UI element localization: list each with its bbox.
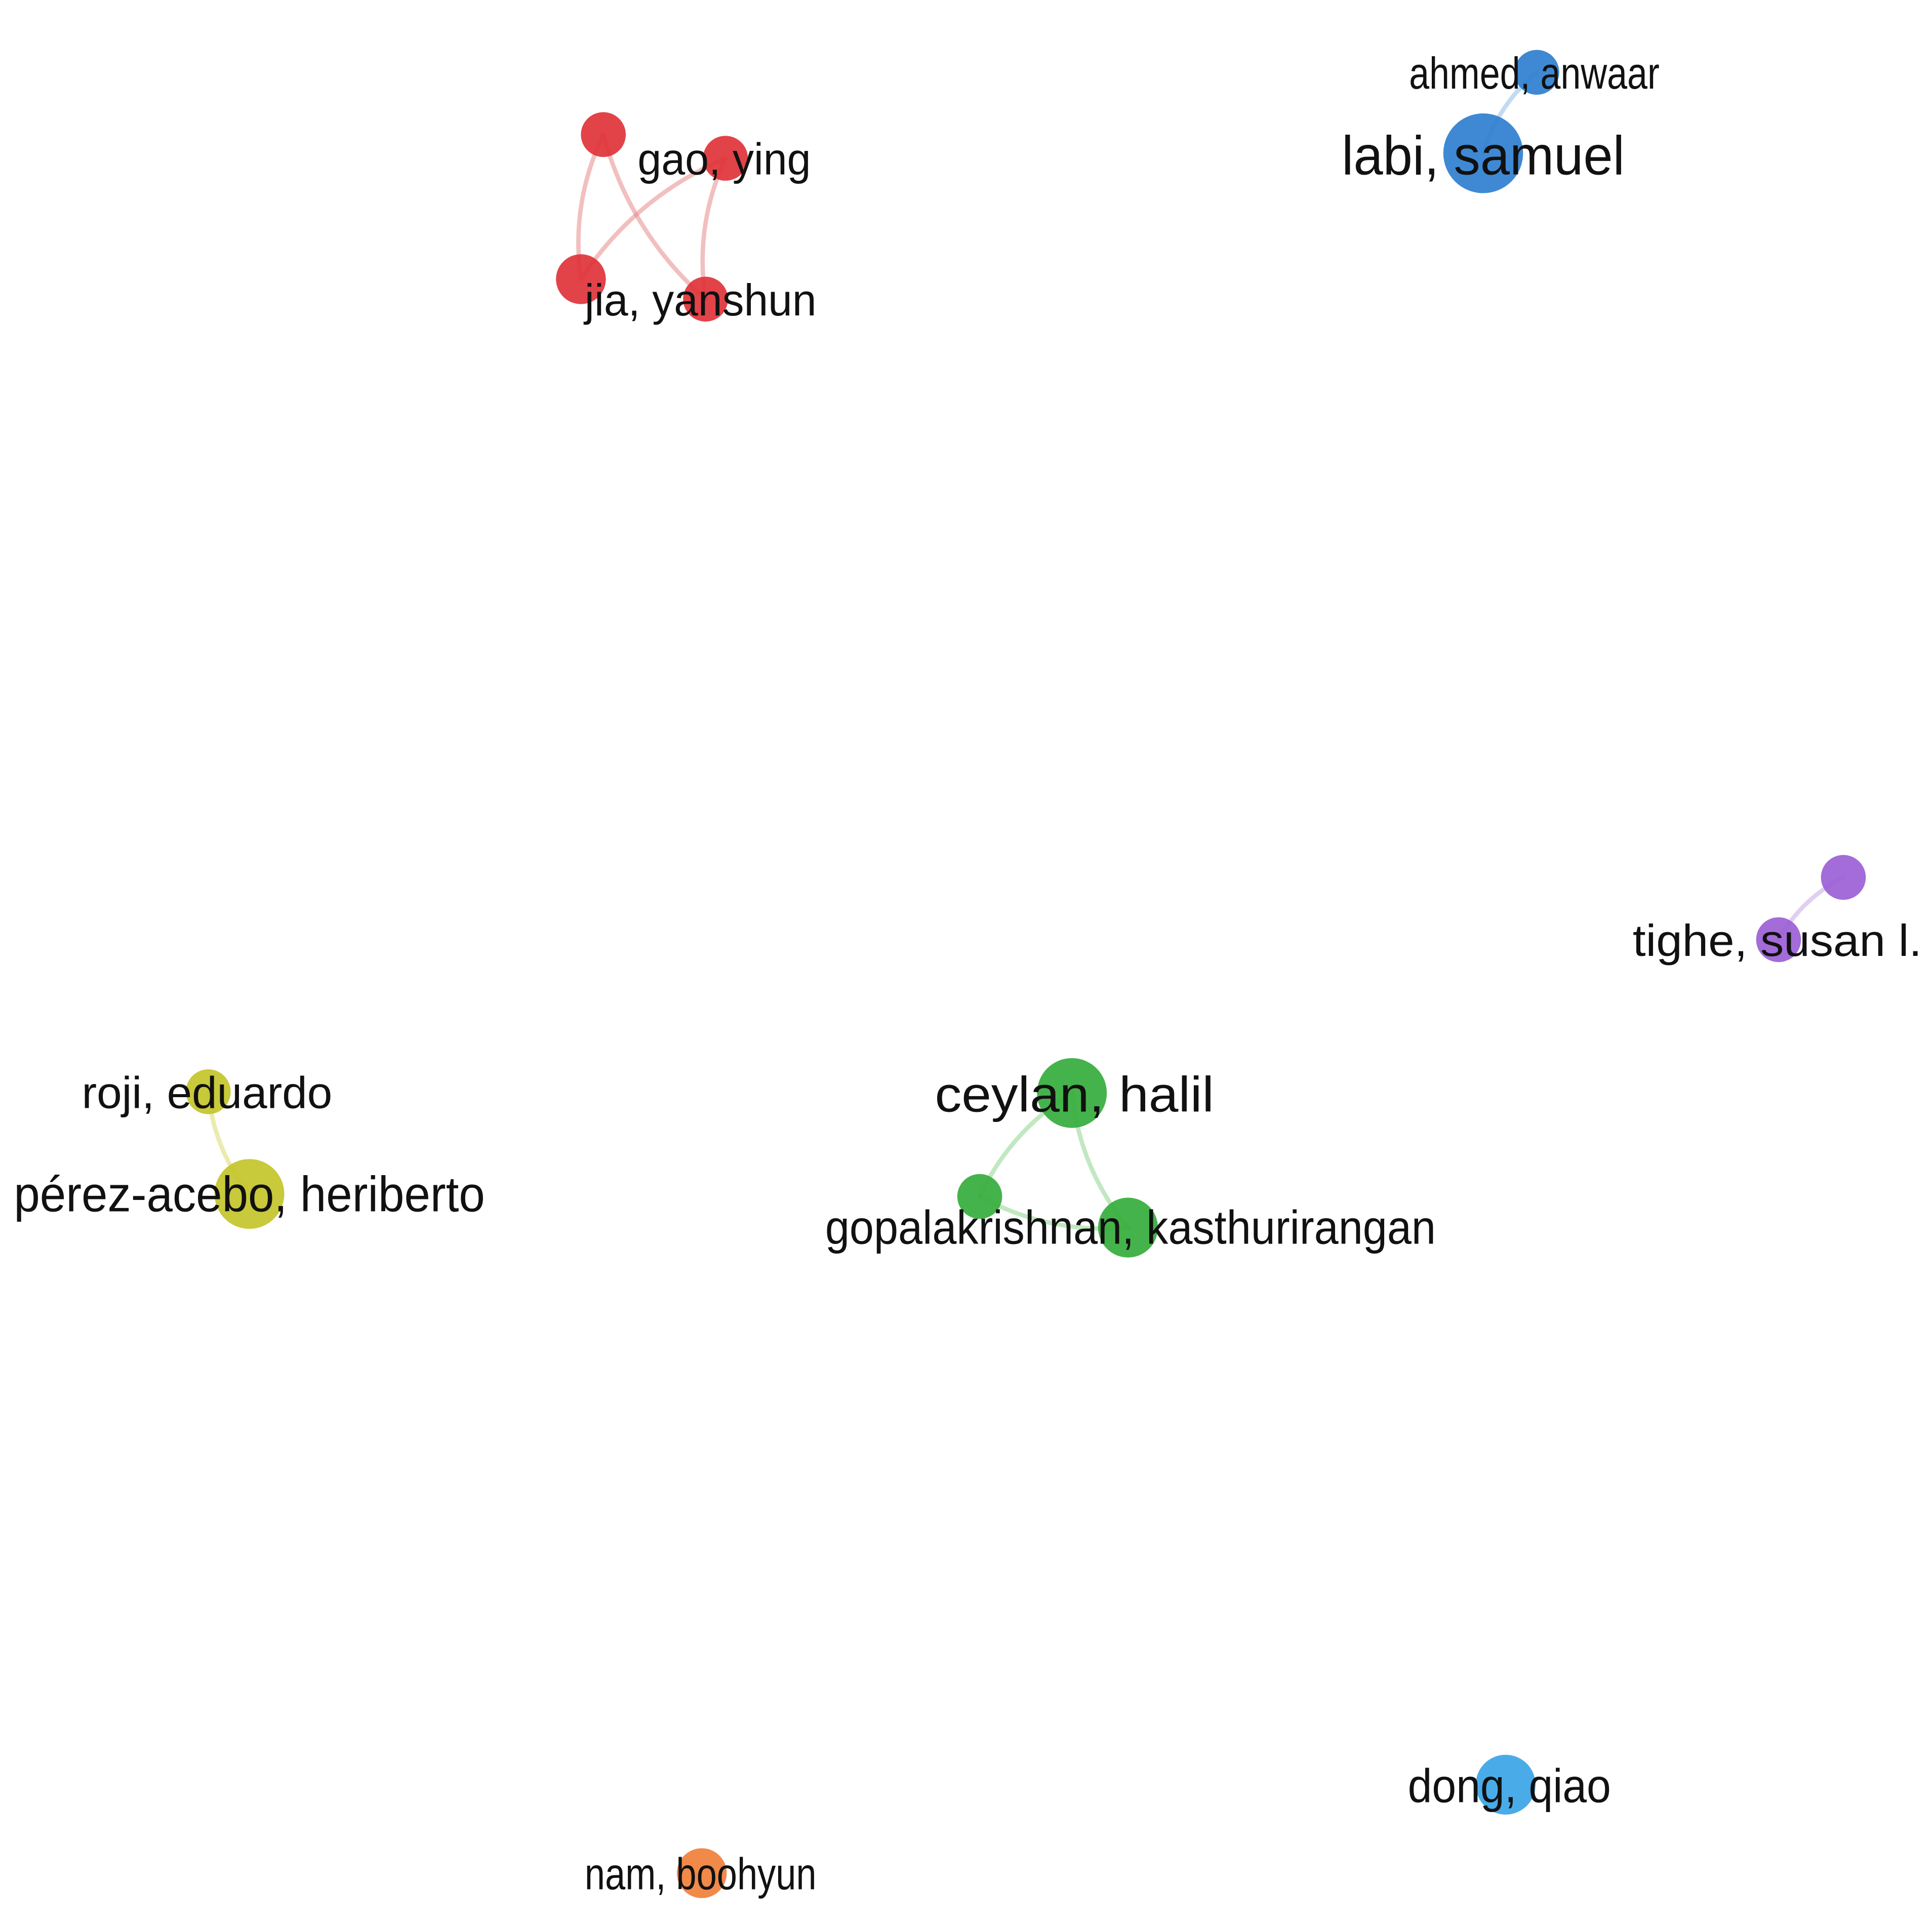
node-purple1[interactable] — [1821, 855, 1866, 900]
node-label-jia: jia, yanshun — [583, 275, 817, 325]
node-tighe[interactable] — [1756, 917, 1801, 962]
edge-red1-jia — [601, 132, 708, 302]
node-label-roji: roji, eduardo — [82, 1067, 333, 1117]
node-dong[interactable] — [1475, 1754, 1536, 1815]
node-label-ceylan: ceylan, halil — [935, 1067, 1214, 1122]
node-labi[interactable] — [1443, 113, 1523, 193]
node-label-ahmed: ahmed, anwaar — [1409, 48, 1660, 98]
node-nam[interactable] — [676, 1848, 727, 1898]
node-green2[interactable] — [957, 1174, 1002, 1219]
node-perez[interactable] — [214, 1159, 285, 1229]
node-ceylan[interactable] — [1037, 1058, 1107, 1128]
node-gopal[interactable] — [1098, 1197, 1158, 1258]
nodes-layer — [186, 50, 1866, 1898]
node-jia[interactable] — [683, 276, 728, 322]
node-label-nam: nam, boohyun — [585, 1849, 817, 1899]
node-label-tighe: tighe, susan l. — [1633, 915, 1922, 966]
node-label-labi: labi, samuel — [1342, 125, 1625, 186]
node-ahmed[interactable] — [1514, 50, 1559, 95]
edges-layer — [206, 70, 1846, 1231]
labels-layer: gao, ying jia, yanshun ahmed, anwaar labi, … — [14, 48, 1922, 1899]
node-roji[interactable] — [186, 1069, 231, 1114]
edge-gao-red3 — [579, 156, 728, 282]
node-red1[interactable] — [581, 112, 626, 157]
node-label-dong: dong, qiao — [1408, 1759, 1611, 1812]
node-label-gopal: gopalakrishnan, kasthurirangan — [825, 1201, 1436, 1254]
node-red3[interactable] — [556, 254, 606, 304]
node-gao[interactable] — [703, 136, 748, 181]
node-label-perez: pérez-acebo, heriberto — [14, 1167, 485, 1222]
node-label-gao: gao, ying — [637, 134, 811, 184]
